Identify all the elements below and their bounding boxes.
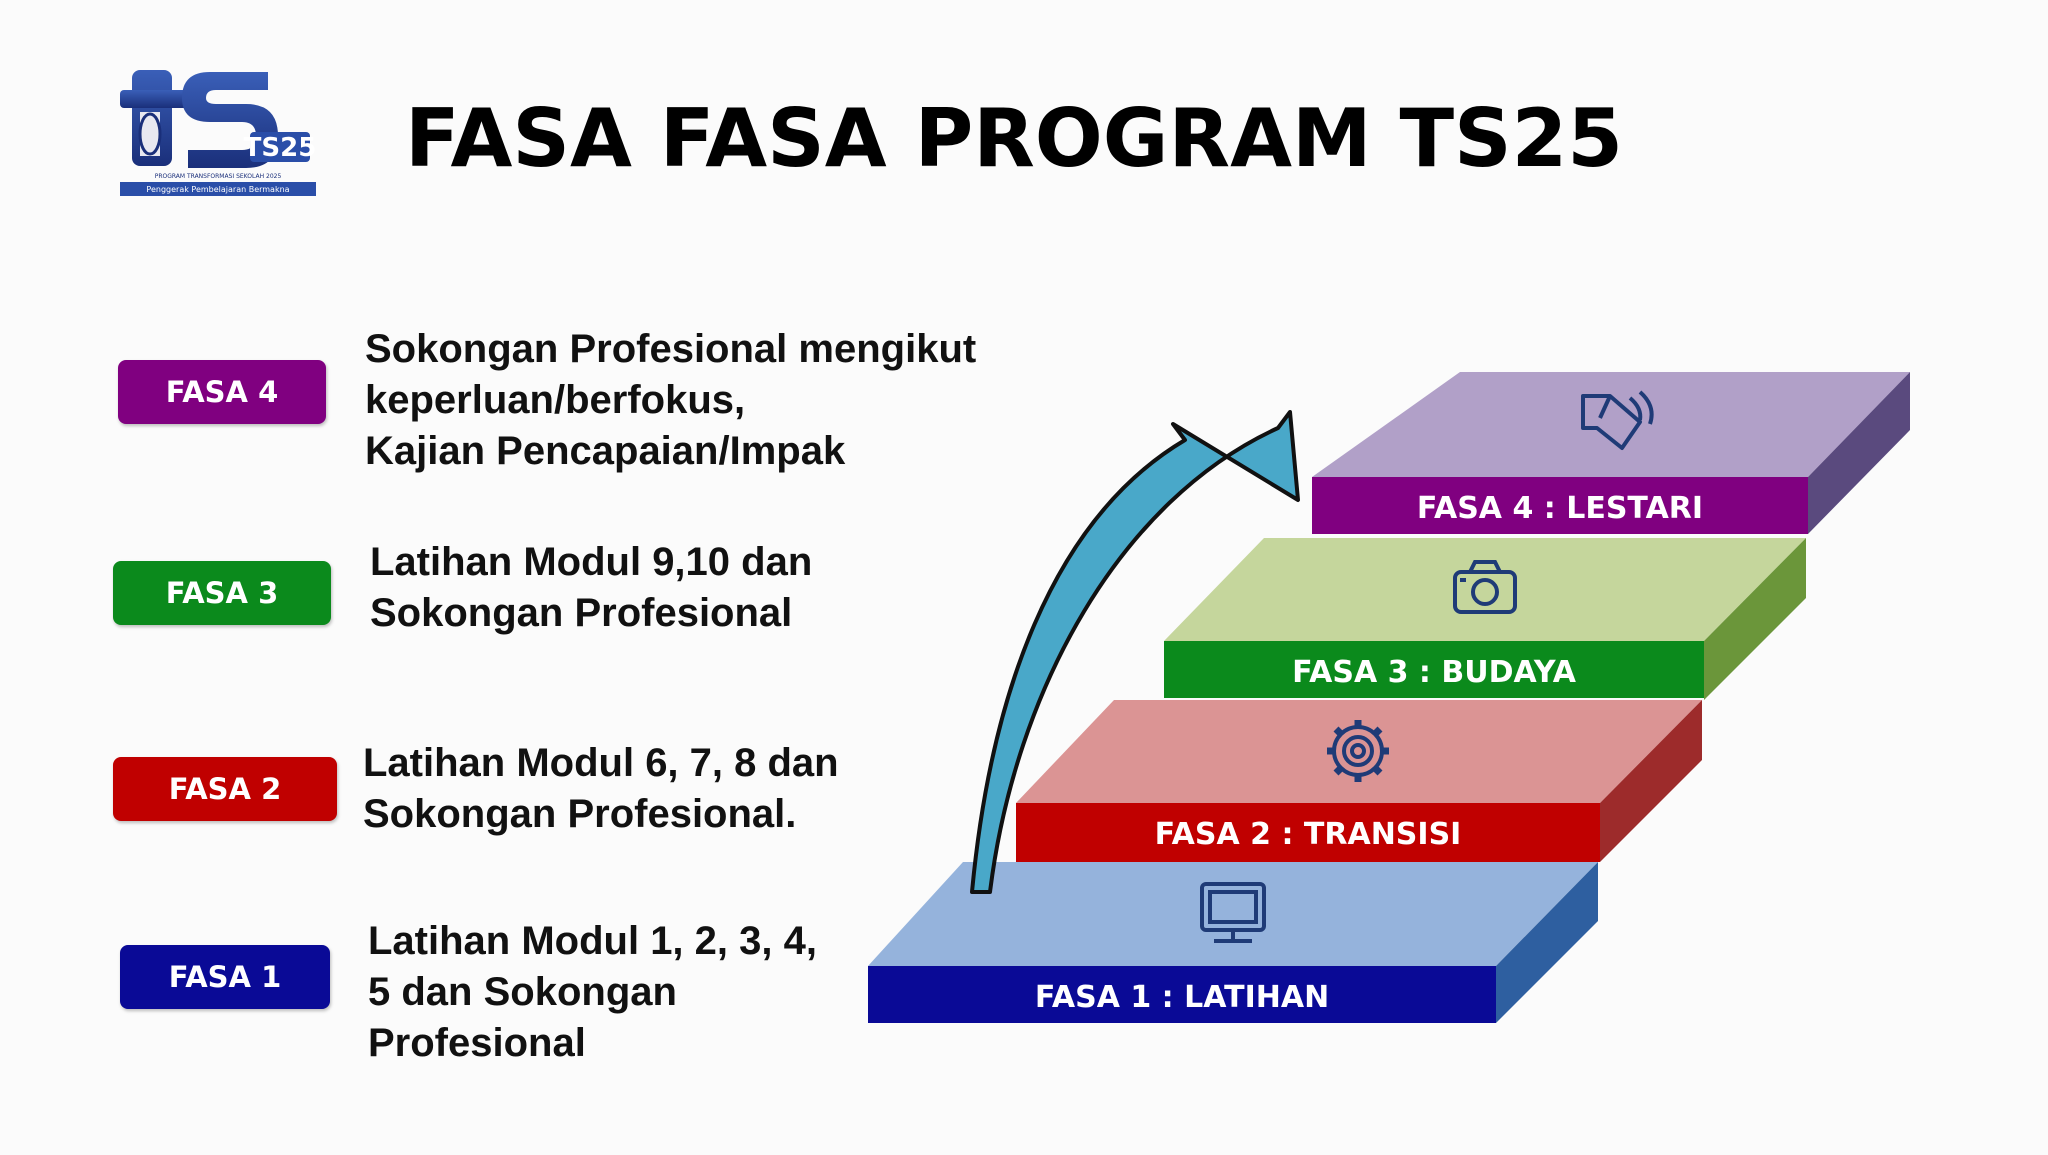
monitor-icon bbox=[1200, 882, 1266, 943]
gear-icon bbox=[1327, 720, 1389, 782]
description-line: Profesional bbox=[368, 1021, 586, 1065]
description-line: keperluan/berfokus, bbox=[365, 378, 746, 422]
description-line: Latihan Modul 1, 2, 3, 4, bbox=[368, 919, 817, 963]
step-label-fasa-3: FASA 3 : BUDAYA bbox=[1292, 655, 1577, 690]
description-fasa-1: Latihan Modul 1, 2, 3, 4, 5 dan Sokongan… bbox=[368, 916, 817, 1069]
progress-arrow bbox=[970, 410, 1300, 894]
ts25-logo: TS25 PROGRAM TRANSFORMASI SEKOLAH 2025 P… bbox=[120, 70, 317, 196]
description-fasa-3: Latihan Modul 9,10 dan Sokongan Profesio… bbox=[370, 537, 812, 639]
page-title: FASA FASA PROGRAM TS25 bbox=[405, 92, 1623, 185]
camera-icon bbox=[1453, 560, 1517, 614]
description-line: Sokongan Profesional mengikut bbox=[365, 327, 977, 371]
badge-fasa-4: FASA 4 bbox=[118, 360, 326, 424]
description-line: Sokongan Profesional bbox=[370, 591, 793, 635]
logo-subtitle: Penggerak Pembelajaran Bermakna bbox=[146, 185, 289, 194]
step-label-fasa-2: FASA 2 : TRANSISI bbox=[1155, 817, 1462, 852]
step-fasa-3: FASA 3 : BUDAYA bbox=[1164, 538, 1806, 700]
step-label-fasa-4: FASA 4 : LESTARI bbox=[1417, 491, 1703, 526]
description-fasa-4: Sokongan Profesional mengikut keperluan/… bbox=[365, 324, 976, 477]
description-line: Latihan Modul 6, 7, 8 dan bbox=[363, 741, 839, 785]
logo-tagline: PROGRAM TRANSFORMASI SEKOLAH 2025 bbox=[155, 173, 282, 180]
speaker-icon bbox=[1581, 390, 1654, 450]
badge-fasa-3: FASA 3 bbox=[113, 561, 331, 625]
step-label-fasa-1: FASA 1 : LATIHAN bbox=[1035, 980, 1329, 1015]
step-fasa-2: FASA 2 : TRANSISI bbox=[1016, 700, 1702, 862]
badge-fasa-1: FASA 1 bbox=[120, 945, 330, 1009]
logo-number: TS25 bbox=[244, 133, 317, 163]
badge-fasa-2: FASA 2 bbox=[113, 757, 337, 821]
step-fasa-1: FASA 1 : LATIHAN bbox=[868, 862, 1598, 1023]
description-fasa-2: Latihan Modul 6, 7, 8 dan Sokongan Profe… bbox=[363, 738, 839, 840]
description-line: 5 dan Sokongan bbox=[368, 970, 677, 1014]
description-line: Sokongan Profesional. bbox=[363, 792, 797, 836]
description-line: Latihan Modul 9,10 dan bbox=[370, 540, 813, 584]
step-fasa-4: FASA 4 : LESTARI bbox=[1312, 372, 1910, 534]
description-line: Kajian Pencapaian/Impak bbox=[365, 429, 846, 473]
